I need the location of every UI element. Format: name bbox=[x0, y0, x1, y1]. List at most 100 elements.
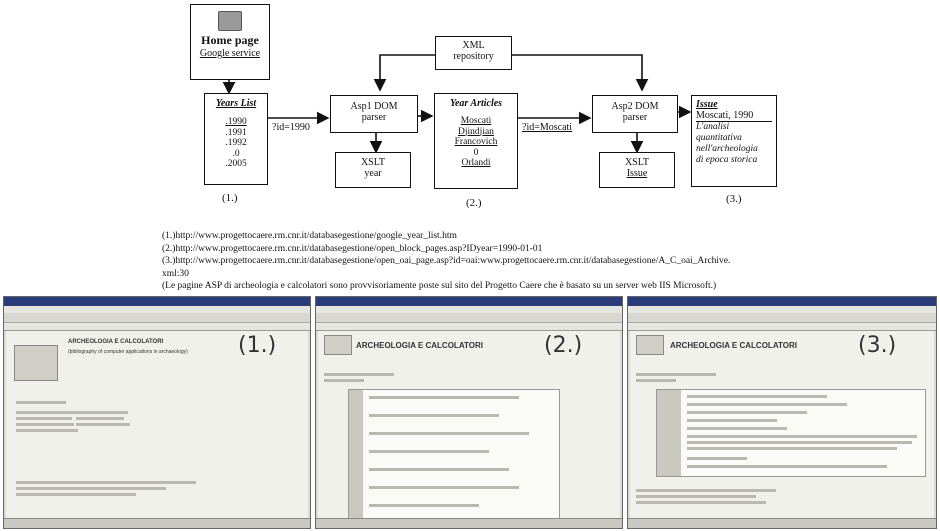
year-articles-title: Year Articles bbox=[449, 98, 503, 109]
xml-repository-box: XML repository bbox=[435, 36, 512, 70]
taskbar bbox=[316, 518, 622, 528]
address-bar bbox=[4, 323, 310, 331]
text-line bbox=[636, 373, 716, 376]
taskbar bbox=[628, 518, 936, 528]
xml-title: XML bbox=[462, 40, 485, 51]
text-line bbox=[16, 487, 166, 490]
table-header-column bbox=[349, 390, 363, 518]
xslt2-line1: XSLT bbox=[624, 157, 650, 168]
year-item: .1991 bbox=[225, 127, 247, 138]
page-content: ARCHEOLOGIA E CALCOLATORI (2.) bbox=[318, 331, 620, 518]
taskbar bbox=[4, 518, 310, 528]
table-row bbox=[369, 414, 499, 417]
window-titlebar bbox=[628, 297, 936, 306]
note-line: xml:30 bbox=[162, 268, 189, 279]
browser-screenshot-3: ARCHEOLOGIA E CALCOLATORI (3.) bbox=[627, 296, 937, 529]
param-article: ?id=Moscati bbox=[522, 122, 573, 133]
year-item: .1992 bbox=[225, 138, 247, 148]
text-line bbox=[636, 489, 776, 492]
diagram-arrows bbox=[222, 54, 692, 154]
text-line bbox=[76, 417, 124, 420]
year-item: .2005 bbox=[225, 159, 247, 169]
text-line bbox=[16, 481, 196, 484]
text-line bbox=[324, 373, 394, 376]
asp1-line2: parser bbox=[361, 112, 387, 123]
xslt-year-box: XSLT year bbox=[335, 152, 411, 188]
asp2-line2: parser bbox=[622, 112, 648, 123]
issue-text-line: quantitativa bbox=[696, 133, 742, 143]
note-line: (2.)http://www.progettocaere.rm.cnr.it/d… bbox=[162, 243, 543, 254]
text-line bbox=[76, 411, 128, 414]
note-line: (3.)http://www.progettocaere.rm.cnr.it/d… bbox=[162, 256, 731, 266]
table-row bbox=[369, 396, 519, 399]
issue-detail-table bbox=[656, 389, 926, 477]
step-label-1: (1.) bbox=[222, 192, 238, 204]
table-row bbox=[369, 468, 509, 471]
issue-text-line: nell'archeologia bbox=[696, 144, 758, 154]
home-page-title: Home page bbox=[201, 33, 259, 47]
asp2-parser-box: Asp2 DOM parser bbox=[592, 95, 678, 133]
window-titlebar bbox=[4, 297, 310, 306]
table-row bbox=[687, 435, 917, 438]
asp1-parser-box: Asp1 DOM parser bbox=[330, 95, 418, 133]
table-row bbox=[369, 486, 519, 489]
note-line: (Le pagine ASP di archeologia e calcolat… bbox=[162, 281, 717, 291]
text-line bbox=[636, 501, 766, 504]
article-item: Francovich bbox=[454, 137, 498, 147]
year-item: .0 bbox=[232, 148, 240, 159]
table-row bbox=[687, 457, 747, 460]
browser-toolbar bbox=[316, 313, 622, 323]
home-page-icon bbox=[218, 11, 242, 31]
site-logo-image bbox=[324, 335, 352, 355]
screenshot-label-1: (1.) bbox=[238, 333, 277, 358]
text-line bbox=[16, 401, 66, 404]
text-line bbox=[16, 417, 72, 420]
arrow-xml-to-asp2 bbox=[512, 54, 649, 92]
article-item: Djindjian bbox=[458, 126, 494, 137]
xslt-issue-box: XSLT Issue bbox=[599, 152, 675, 188]
xslt1-line2: year bbox=[364, 168, 382, 179]
screenshot-label-2: (2.) bbox=[544, 333, 583, 358]
menu-bar bbox=[316, 306, 622, 313]
screenshot-label-3: (3.) bbox=[858, 333, 897, 358]
year-articles-box: Year Articles Moscati Djindjian Francovi… bbox=[434, 93, 518, 189]
table-row bbox=[687, 465, 887, 468]
table-row bbox=[687, 441, 912, 444]
article-item: Orlandi bbox=[461, 158, 491, 168]
issue-text-line: L'analisi bbox=[696, 122, 730, 132]
step-label-3: (3.) bbox=[726, 193, 742, 205]
text-line bbox=[636, 495, 756, 498]
site-heading: ARCHEOLOGIA E CALCOLATORI bbox=[670, 341, 797, 350]
home-page-box: Home page Google service bbox=[190, 4, 270, 80]
years-list-box: Years List .1990 .1991 .1992 .0 .2005 bbox=[204, 93, 268, 185]
xml-subtitle: repository bbox=[453, 51, 494, 62]
xslt1-line1: XSLT bbox=[360, 157, 386, 168]
text-line bbox=[16, 423, 74, 426]
site-heading: ARCHEOLOGIA E CALCOLATORI bbox=[356, 341, 483, 350]
table-row bbox=[687, 395, 827, 398]
browser-screenshot-1: ARCHEOLOGIA E CALCOLATORI (bibliography … bbox=[3, 296, 311, 529]
home-page-subtitle: Google service bbox=[199, 48, 261, 59]
address-bar bbox=[316, 323, 622, 331]
note-line: (1.)http://www.progettocaere.rm.cnr.it/d… bbox=[162, 231, 457, 241]
text-line bbox=[16, 429, 78, 432]
arrow-xml-to-asp1 bbox=[373, 54, 435, 92]
year-item: .1990 bbox=[225, 117, 247, 127]
address-bar bbox=[628, 323, 936, 331]
architecture-diagram: Home page Google service XML repository … bbox=[150, 0, 790, 291]
window-titlebar bbox=[316, 297, 622, 306]
asp1-line1: Asp1 DOM bbox=[350, 101, 398, 112]
issue-box: Issue Moscati, 1990 L'analisi quantitati… bbox=[691, 95, 777, 187]
table-row bbox=[687, 403, 847, 406]
table-row bbox=[687, 411, 807, 414]
page-content: ARCHEOLOGIA E CALCOLATORI (3.) bbox=[630, 331, 934, 518]
site-logo-image bbox=[14, 345, 58, 381]
article-item: Moscati bbox=[460, 116, 492, 126]
asp2-line1: Asp2 DOM bbox=[611, 101, 659, 112]
years-list-title: Years List bbox=[215, 98, 257, 109]
browser-toolbar bbox=[628, 313, 936, 323]
articles-table bbox=[348, 389, 560, 518]
step-label-2: (2.) bbox=[466, 197, 482, 209]
text-line bbox=[76, 423, 130, 426]
table-row bbox=[369, 432, 529, 435]
